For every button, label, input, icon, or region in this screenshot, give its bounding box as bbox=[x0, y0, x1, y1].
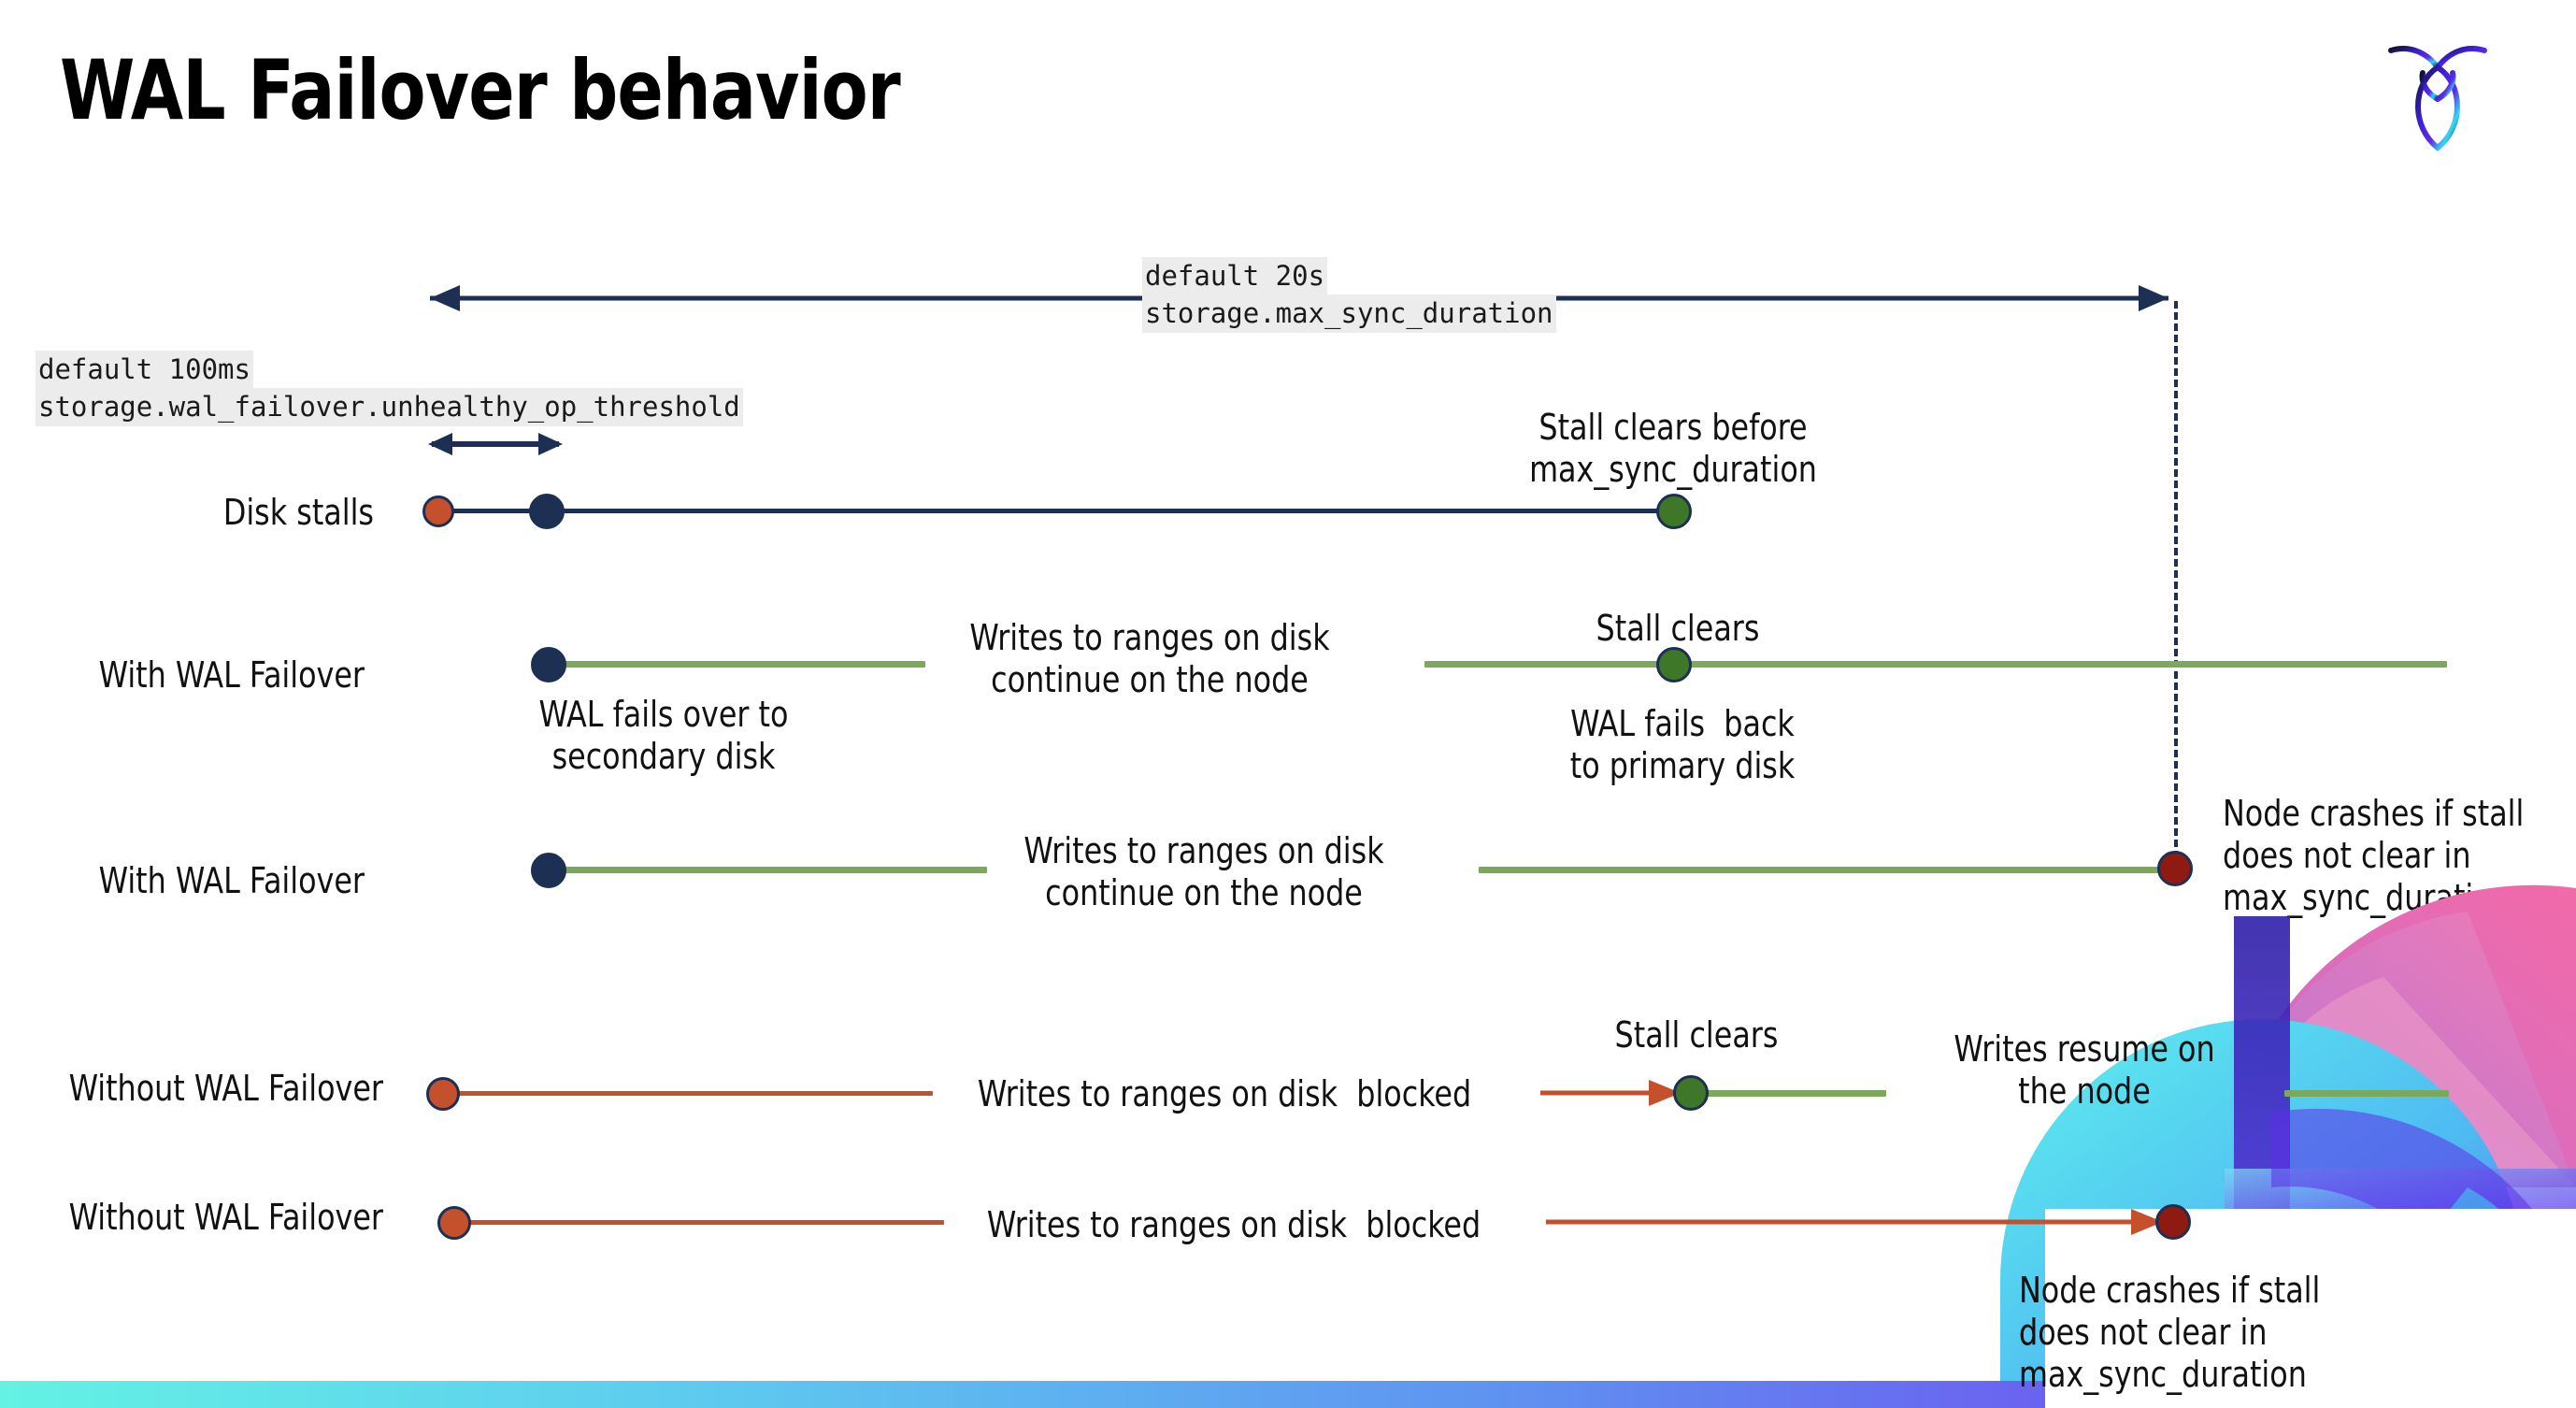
stall-clears-green-dot-row4 bbox=[1673, 1075, 1709, 1111]
callout-stall-clears-row2: Stall clears bbox=[1596, 608, 1760, 649]
stall-clears-green-dot-row2 bbox=[1656, 647, 1692, 682]
without-wal-failover-2-blocked-segment-a bbox=[458, 1220, 944, 1225]
with-wal-failover-2-segment-a bbox=[551, 867, 987, 873]
row-label-without-wal-failover-2: Without WAL Failover bbox=[68, 1197, 384, 1238]
with-wal-failover-1-segment-b bbox=[1424, 661, 2447, 668]
without-wal-failover-1-blocked-arrow bbox=[1540, 1080, 1681, 1106]
callout-writes-blocked-2: Writes to ranges on disk blocked bbox=[986, 1204, 1481, 1245]
without-wal-failover-2-blocked-arrow bbox=[1546, 1209, 2163, 1235]
row-label-with-wal-failover-1: With WAL Failover bbox=[98, 654, 365, 696]
disk-stalls-timeline bbox=[439, 509, 1675, 513]
max-sync-duration-dropline bbox=[2174, 301, 2178, 881]
stall-start-orange-dot-row5 bbox=[437, 1206, 471, 1240]
callout-node-crashes-row5-top: Node crashes if stall does not clear in … bbox=[2019, 1270, 2321, 1395]
page-title: WAL Failover behavior bbox=[60, 42, 901, 138]
stall-start-orange-dot bbox=[422, 496, 454, 527]
without-wal-failover-1-resume-segment-b bbox=[2284, 1090, 2449, 1097]
row-label-disk-stalls: Disk stalls bbox=[222, 492, 374, 533]
failover-navy-dot-row2 bbox=[531, 647, 566, 682]
with-wal-failover-1-segment-a bbox=[551, 661, 925, 668]
callout-node-crashes-row3: Node crashes if stall does not clear in … bbox=[2223, 793, 2525, 918]
callout-wal-fails-back-primary: WAL fails back to primary disk bbox=[1569, 703, 1796, 786]
callout-writes-continue-1: Writes to ranges on disk continue on the… bbox=[969, 617, 1330, 700]
cockroachdb-logo-icon bbox=[2382, 30, 2494, 161]
unhealthy-threshold-navy-dot bbox=[529, 494, 565, 529]
with-wal-failover-2-segment-b bbox=[1479, 867, 2180, 873]
unhealthy-op-threshold-annotation: default 100ms storage.wal_failover.unhea… bbox=[36, 351, 743, 426]
unhealthy-setting-name: storage.wal_failover.unhealthy_op_thresh… bbox=[36, 388, 743, 426]
callout-writes-blocked-1: Writes to ranges on disk blocked bbox=[977, 1073, 1472, 1114]
max-sync-setting-name: storage.max_sync_duration bbox=[1142, 295, 1556, 333]
without-wal-failover-1-blocked-segment-a bbox=[447, 1091, 933, 1096]
failover-navy-dot-row3 bbox=[531, 853, 566, 888]
callout-stall-clears-before-max-sync: Stall clears before max_sync_duration bbox=[1529, 407, 1817, 490]
caption-white-backdrop-lower bbox=[2045, 1253, 2576, 1408]
stall-start-orange-dot-row4 bbox=[426, 1077, 460, 1111]
stall-clears-green-dot-row1 bbox=[1656, 494, 1692, 529]
node-crash-red-dot-row3 bbox=[2157, 851, 2193, 886]
row-label-with-wal-failover-2: With WAL Failover bbox=[98, 860, 365, 901]
node-crash-red-dot-row5 bbox=[2155, 1204, 2191, 1240]
row-label-without-wal-failover-1: Without WAL Failover bbox=[68, 1068, 384, 1109]
callout-wal-fails-over-secondary: WAL fails over to secondary disk bbox=[538, 694, 789, 777]
max-sync-duration-annotation: default 20s storage.max_sync_duration bbox=[1142, 257, 1556, 333]
unhealthy-op-threshold-arrow bbox=[428, 433, 563, 455]
without-wal-failover-1-resume-segment-a bbox=[1703, 1090, 1886, 1097]
callout-writes-resume: Writes resume on the node bbox=[1953, 1028, 2215, 1112]
max-sync-default-label: default 20s bbox=[1142, 257, 1328, 295]
callout-stall-clears-row4: Stall clears bbox=[1614, 1014, 1779, 1056]
callout-writes-continue-2: Writes to ranges on disk continue on the… bbox=[1023, 830, 1384, 913]
unhealthy-default-label: default 100ms bbox=[36, 351, 253, 389]
